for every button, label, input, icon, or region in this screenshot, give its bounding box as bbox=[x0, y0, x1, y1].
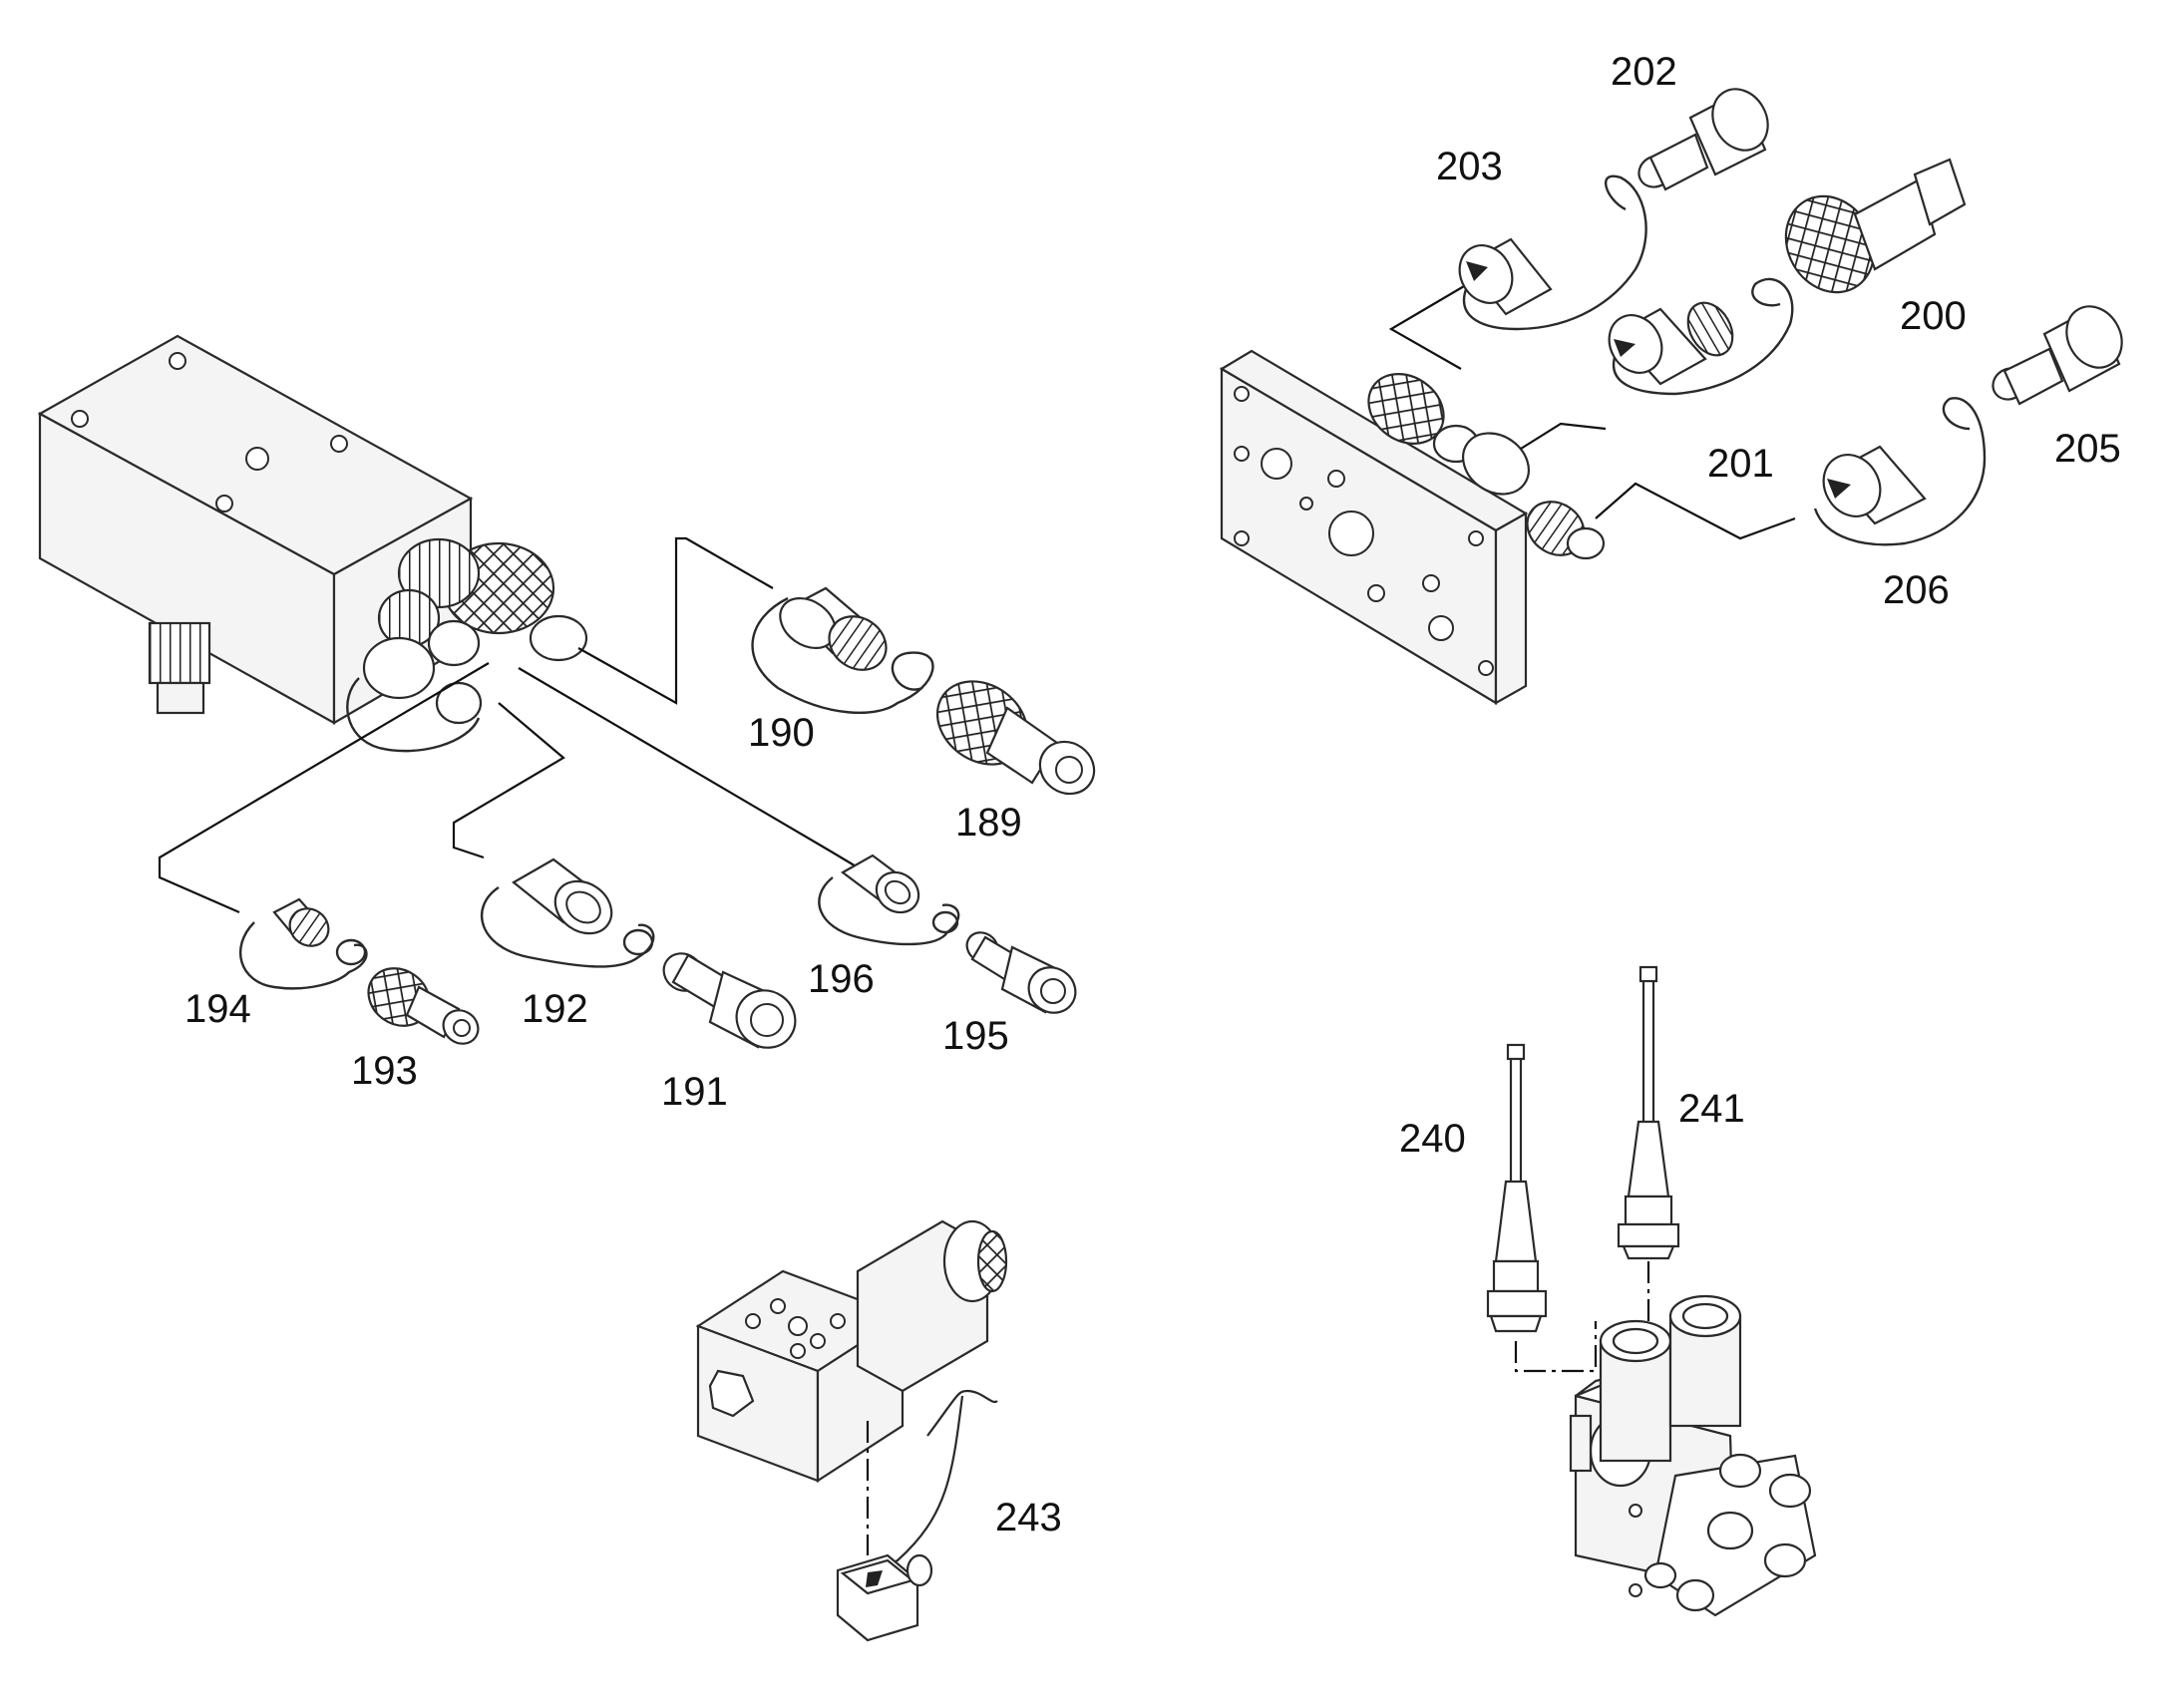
label-196: 196 bbox=[808, 957, 875, 1001]
part-196-dust-cap bbox=[818, 854, 960, 946]
label-189: 189 bbox=[955, 801, 1022, 845]
label-200: 200 bbox=[1900, 294, 1967, 338]
part-200-coupler bbox=[1784, 158, 1967, 294]
flow-valve bbox=[1486, 965, 1817, 1617]
part-205-nipple bbox=[1992, 305, 2123, 406]
part-202-nipple bbox=[1637, 88, 1769, 191]
part-195-nipple bbox=[965, 931, 1077, 1014]
part-206-dust-cap bbox=[1813, 397, 1987, 546]
label-202: 202 bbox=[1611, 50, 1677, 94]
part-201-dust-cap bbox=[1608, 277, 1794, 396]
label-203: 203 bbox=[1436, 145, 1503, 188]
label-195: 195 bbox=[942, 1014, 1009, 1058]
part-190-dust-cap bbox=[751, 586, 934, 715]
part-193-coupler bbox=[367, 967, 480, 1045]
label-191: 191 bbox=[661, 1070, 728, 1114]
label-241: 241 bbox=[1678, 1087, 1745, 1131]
part-189-coupler bbox=[935, 680, 1096, 796]
part-192-dust-cap bbox=[481, 857, 655, 968]
label-206: 206 bbox=[1883, 568, 1950, 612]
part-191-nipple bbox=[662, 952, 797, 1049]
label-201: 201 bbox=[1707, 442, 1774, 486]
part-194-dust-cap bbox=[238, 897, 368, 990]
manifold-block-left bbox=[37, 334, 588, 753]
label-205: 205 bbox=[2054, 427, 2121, 471]
solenoid-valve bbox=[695, 1219, 1008, 1642]
label-243: 243 bbox=[995, 1496, 1062, 1539]
label-192: 192 bbox=[522, 987, 588, 1031]
label-194: 194 bbox=[184, 987, 251, 1031]
manifold-plate-right bbox=[1219, 349, 1606, 705]
part-203-dust-cap bbox=[1458, 174, 1647, 331]
label-190: 190 bbox=[748, 711, 815, 755]
label-240: 240 bbox=[1399, 1117, 1466, 1161]
label-193: 193 bbox=[351, 1049, 418, 1093]
